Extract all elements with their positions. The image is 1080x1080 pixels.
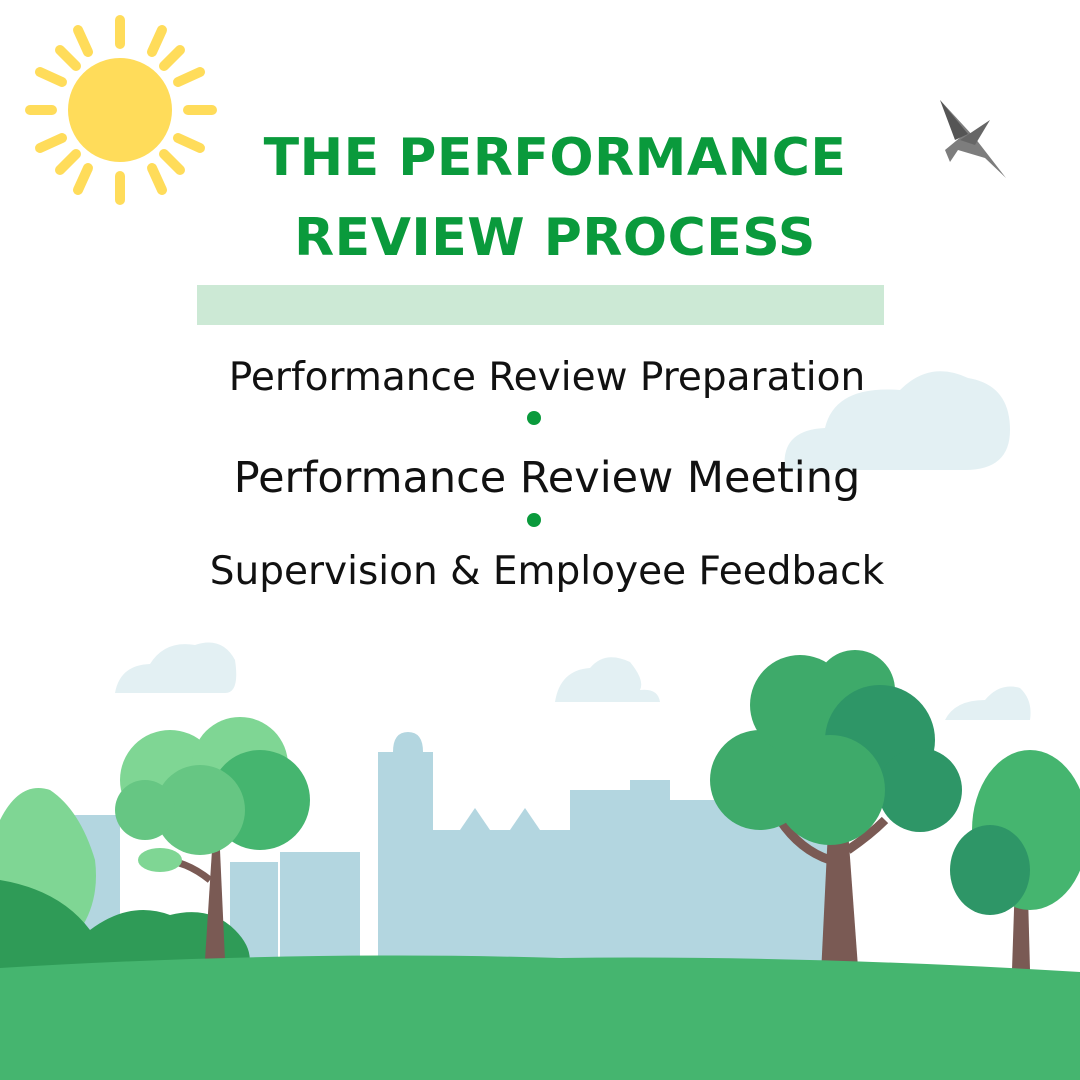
step-item: Supervision & Employee Feedback — [209, 549, 885, 594]
page-title: THE PERFORMANCE REVIEW PROCESS — [0, 118, 1080, 278]
process-steps: Performance Review Preparation Performan… — [0, 345, 1080, 605]
tree-icon — [710, 650, 962, 995]
tree-icon — [115, 717, 310, 960]
bullet-dot-icon — [527, 513, 541, 527]
title-line-2: REVIEW PROCESS — [294, 208, 816, 268]
bullet-dot-icon — [527, 411, 541, 425]
accent-bar — [197, 285, 884, 325]
sun-icon — [25, 15, 217, 205]
step-item: Performance Review Meeting — [233, 453, 861, 503]
step-item: Performance Review Preparation — [228, 355, 866, 400]
tree-icon — [950, 750, 1080, 970]
cloud-icon — [115, 371, 1031, 720]
bird-icon — [940, 100, 1006, 178]
title-line-1: THE PERFORMANCE — [263, 128, 847, 188]
grass-ground — [0, 955, 1080, 1080]
bush-left — [0, 788, 250, 975]
